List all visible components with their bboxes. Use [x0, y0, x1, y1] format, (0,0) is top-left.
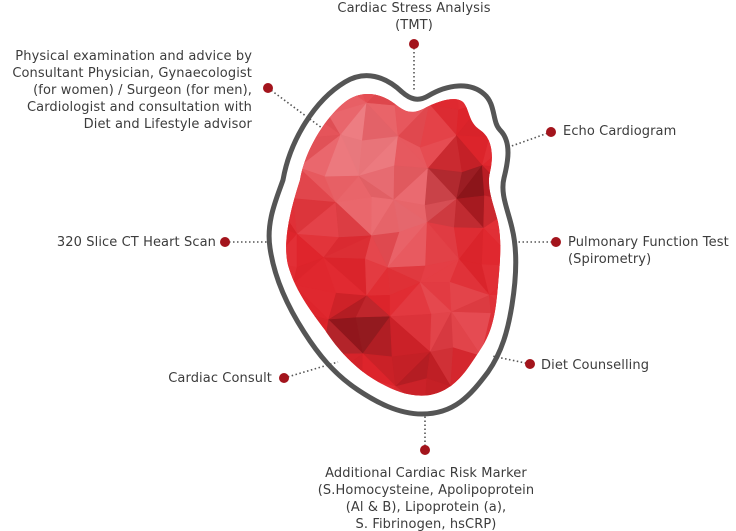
heart-facet: [295, 376, 325, 396]
dot-cardiac-stress: [409, 39, 419, 49]
heart-facet: [395, 385, 426, 396]
dot-echo: [546, 127, 556, 137]
heart-facet: [356, 93, 392, 104]
dot-ct-scan: [220, 237, 230, 247]
label-diet: Diet Counselling: [541, 358, 650, 373]
heart-facet: [483, 195, 501, 229]
label-ct-scan: 320 Slice CT Heart Scan: [56, 235, 216, 250]
heart-facet: [488, 265, 501, 296]
heart-facet: [389, 93, 431, 107]
connector-lines: [225, 44, 556, 450]
heart-facet: [482, 203, 501, 234]
heart-facet: [481, 133, 501, 170]
dot-physical-exam: [263, 83, 273, 93]
heart-facet: [491, 379, 501, 396]
heart-facet: [286, 343, 302, 374]
label-echo: Echo Cardiogram: [563, 124, 677, 139]
label-cardiac-consult: Cardiac Consult: [168, 371, 272, 386]
heart-facet: [286, 108, 304, 149]
heart-outline: [266, 73, 519, 417]
label-cardiac-stress: Cardiac Stress Analysis (TMT): [337, 1, 491, 33]
heart-facet: [286, 108, 304, 149]
heart-facet: [286, 223, 298, 265]
dot-cardiac-consult: [279, 373, 289, 383]
heart-facet: [303, 380, 333, 396]
heart-facet: [286, 93, 304, 117]
label-risk-marker: Additional Cardiac Risk Marker (S.Homocy…: [317, 466, 535, 531]
heart-facet: [491, 385, 501, 396]
heart-facet: [481, 227, 501, 267]
heart-facet: [481, 264, 501, 296]
heart-shape: [286, 93, 501, 396]
heart-facet: [389, 93, 430, 106]
dot-pulmonary: [551, 237, 561, 247]
label-physical-exam: Physical examination and advice by Consu…: [12, 49, 252, 132]
label-pulmonary: Pulmonary Function Test (Spirometry): [568, 235, 729, 267]
dot-risk-marker: [420, 445, 430, 455]
heart-facet: [286, 347, 302, 378]
dot-diet: [525, 359, 535, 369]
heart-facet: [286, 93, 304, 110]
